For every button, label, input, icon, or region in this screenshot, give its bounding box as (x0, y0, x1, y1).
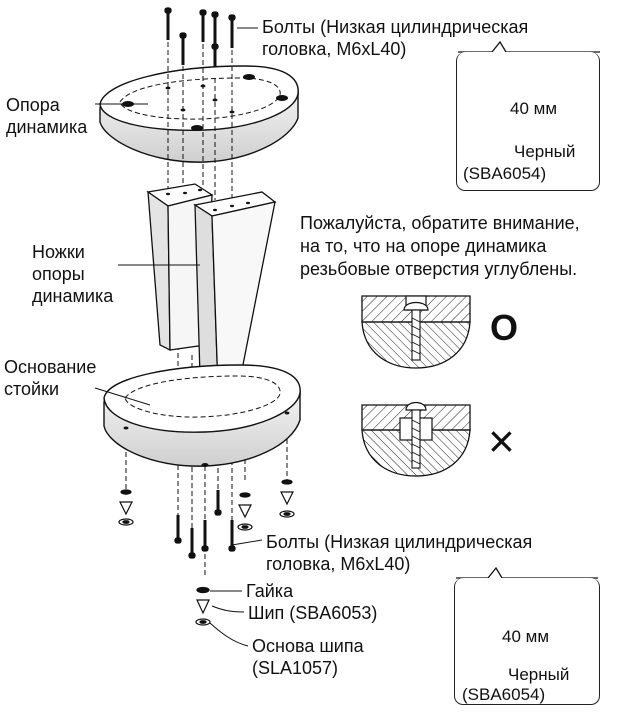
note-line2: на то, что на опоре динамика (300, 236, 547, 256)
section-wrong (361, 401, 471, 477)
top-callout-length: 40 мм (510, 99, 558, 118)
leader-lines (94, 27, 263, 647)
spike-base-label-line2: (SLA1057) (252, 658, 339, 678)
top-bolts-label-line1: Болты (Низкая цилиндрическая (262, 17, 529, 37)
section-correct (361, 295, 471, 369)
stand-base-label-line1: Основание (4, 357, 97, 377)
spike-label: Шип (SBA6053) (248, 603, 378, 623)
speaker-legs (146, 183, 277, 390)
bottom-callout-box (454, 578, 600, 705)
speaker-legs-label-line1: Ножки (32, 242, 85, 262)
note-line3: резьбовые отверстия углублены. (300, 259, 578, 279)
top-bolts (164, 7, 236, 76)
nut-label: Гайка (246, 581, 294, 601)
bottom-callout-part: (SBA6054) (462, 685, 546, 704)
bottom-bolts-label-line1: Болты (Низкая цилиндрическая (266, 532, 533, 552)
stand-base-plate (103, 364, 301, 467)
top-bolts-label-line2: головка, M6xL40) (262, 39, 407, 59)
bottom-callout-color: Черный (508, 665, 570, 684)
speaker-support-label-line1: Опора (6, 95, 60, 115)
speaker-support-label-line2: динамика (6, 117, 88, 137)
top-callout-box (456, 52, 600, 191)
top-callout-part: (SBA6054) (463, 164, 547, 183)
correct-symbol: O (490, 307, 519, 348)
bottom-callout-length: 40 мм (502, 627, 550, 646)
bottom-bolts-label-line2: головка, M6xL40) (266, 554, 411, 574)
speaker-legs-label-line2: опоры (32, 264, 85, 284)
speaker-support-plate (99, 65, 299, 163)
wrong-symbol: × (488, 415, 515, 467)
stand-base-label-line2: стойки (4, 379, 60, 399)
top-callout-color: Черный (514, 142, 576, 161)
note-line1: Пожалуйста, обратите внимание, (300, 213, 580, 233)
bottom-hardware (118, 479, 295, 626)
spike-base-label-line1: Основа шипа (252, 636, 364, 656)
speaker-legs-label-line3: динамика (32, 286, 114, 306)
